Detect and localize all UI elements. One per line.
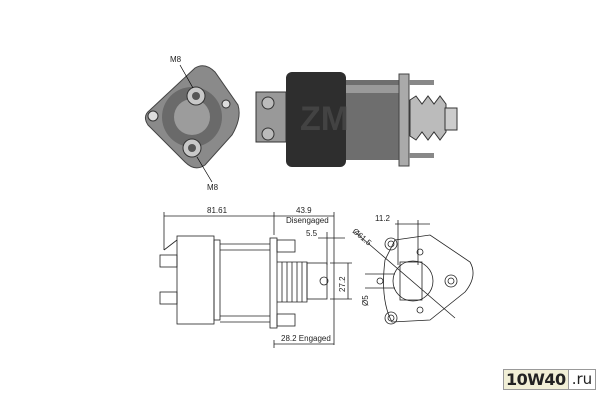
dim-offset: 5.5 (306, 229, 318, 238)
dim-flange-width: 11.2 (375, 214, 391, 223)
dim-length-total: 81.61 (207, 206, 228, 215)
dim-length-disengaged: 43.9 (296, 206, 312, 215)
dim-hole-diameter: Ø5 (361, 295, 370, 306)
watermark-logo: 10W40 .ru (503, 369, 597, 390)
label-m8-top: M8 (170, 55, 182, 64)
watermark-part1: 10W40 (504, 370, 568, 389)
technical-drawing (159, 212, 474, 348)
solenoid-side-photo: ZM (255, 72, 458, 167)
dim-length-engaged: 28.2 Engaged (281, 334, 331, 343)
svg-text:ZM: ZM (300, 100, 349, 138)
label-disengaged: Disengaged (286, 216, 329, 225)
solenoid-end-photo (144, 64, 240, 183)
watermark-part2: .ru (567, 370, 596, 389)
dim-height-plunger: 27.2 (338, 276, 347, 292)
label-m8-bottom: M8 (207, 183, 219, 192)
